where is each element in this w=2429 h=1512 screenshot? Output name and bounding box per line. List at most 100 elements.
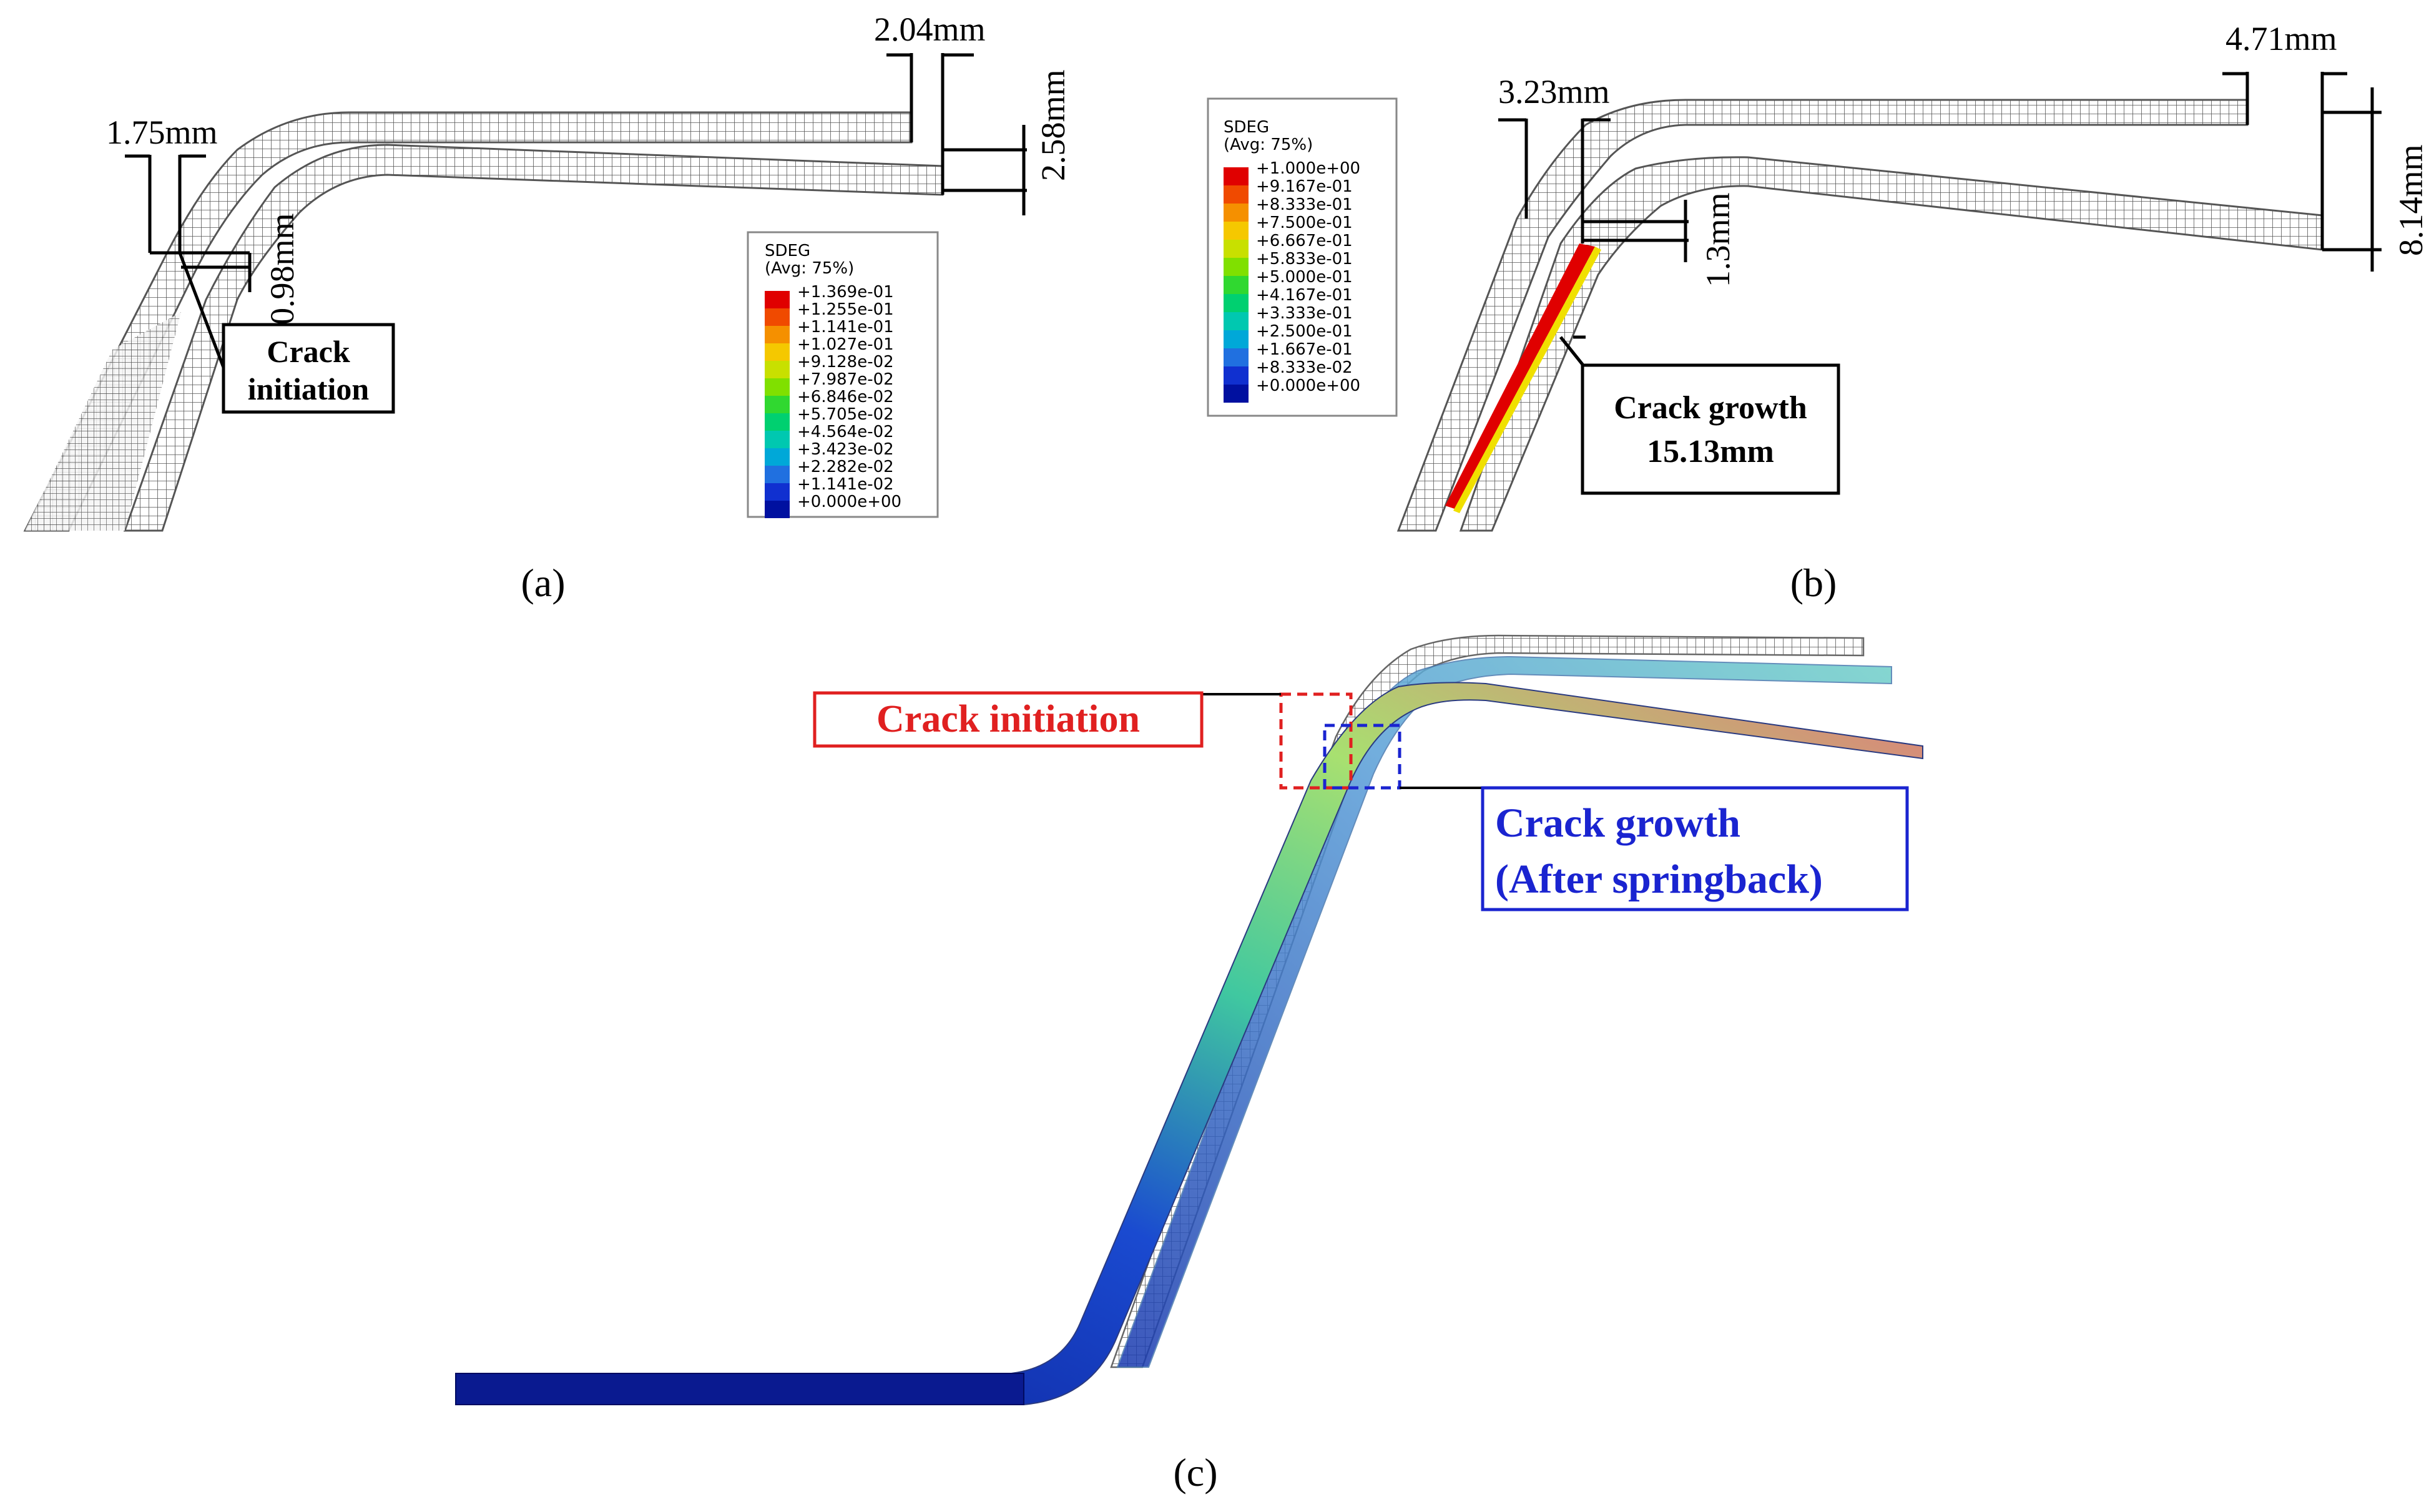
panel-a: 1.75mm 0.98mm 2.04mm 2.58mm Crack initia… [23,11,1072,605]
legend-b-subtitle: (Avg: 75%) [1224,135,1313,154]
panel-b: 3.23mm 1.3mm 4.71mm 8.14mm Crack growth … [1207,20,2429,605]
callout-crack-initiation-line-2: initiation [248,371,370,406]
callout-crack-growth-line-1: Crack growth [1614,390,1807,426]
legend-b-swatch [1224,276,1249,294]
panel-b-label: (b) [1790,561,1837,605]
callout-box-crack-growth [1581,363,1840,495]
dimension-label-2-58mm: 2.58mm [1034,69,1072,181]
legend-a-value-label: +0.000e+00 [797,493,901,511]
legend-b-value-label: +8.333e-02 [1256,358,1353,377]
callout-leader-crack-growth [1559,336,1587,370]
callout-crack-initiation-c: Crack initiation [876,698,1140,740]
legend-b-value-label: +7.500e-01 [1256,214,1353,232]
dimension-label-8-14mm: 8.14mm [2392,144,2429,256]
dimension-2-04mm [886,53,1027,215]
legend-b-swatch [1224,167,1249,185]
dimension-4-71mm [2222,72,2382,272]
legend-a-swatch [765,501,790,518]
legend-b-value-label: +1.667e-01 [1256,340,1353,359]
dimension-label-1-3mm: 1.3mm [1699,192,1737,287]
legend-a-value-label: +1.027e-01 [797,335,894,354]
dimension-label-2-04mm: 2.04mm [874,11,986,48]
legend-a-swatch [765,361,790,378]
callout-crack-growth-line-2: 15.13mm [1647,434,1774,469]
legend-a-value-label: +6.846e-02 [797,388,894,406]
legend-b-value-label: +1.000e+00 [1256,159,1360,178]
dimension-label-4-71mm: 4.71mm [2225,20,2337,57]
legend-a-value-label: +7.987e-02 [797,370,894,389]
dimension-label-0-98mm: 0.98mm [263,213,301,325]
legend-b-title: SDEG [1224,118,1269,137]
panel-c-mesh-springback [455,682,1923,1405]
legend-b-swatch [1224,330,1249,348]
callout-box-crack-growth-c [1481,786,1909,911]
panel-c-dashed-box-blue [1323,724,1401,790]
legend-b-swatch [1224,222,1249,240]
legend-b-swatch [1224,294,1249,312]
legend-b-swatch [1224,312,1249,330]
legend-b-value-label: +6.667e-01 [1256,232,1353,250]
legend-b: SDEG (Avg: 75%) +1.000e+00+9.167e-01+8.3… [1207,97,1398,417]
legend-b-labels: +1.000e+00+9.167e-01+8.333e-01+7.500e-01… [1256,159,1360,395]
legend-a-swatch [765,378,790,396]
callout-crack-growth-c-line-1: Crack growth [1495,800,1740,846]
callout-crack-initiation-line-1: Crack [267,334,350,369]
dimension-label-3-23mm: 3.23mm [1498,73,1610,110]
legend-a-swatch [765,413,790,431]
legend-a-subtitle: (Avg: 75%) [765,259,854,278]
callout-box-crack-initiation-c [813,691,1204,748]
panel-c-label: (c) [1173,1450,1217,1495]
panel-a-label: (a) [521,561,565,605]
legend-a-value-label: +3.423e-02 [797,440,894,459]
legend-b-swatch [1224,185,1249,204]
legend-a-value-label: +1.141e-01 [797,318,894,336]
dimension-label-1-75mm: 1.75mm [106,114,218,151]
legend-a-swatch [765,466,790,483]
legend-b-value-label: +0.000e+00 [1256,376,1360,395]
legend-a-value-label: +9.128e-02 [797,353,894,371]
legend-a-swatch [765,291,790,308]
panel-c-base-flange [455,1373,1024,1405]
legend-b-swatch [1224,348,1249,366]
legend-b-value-label: +9.167e-01 [1256,177,1353,196]
legend-b-value-label: +5.000e-01 [1256,268,1353,287]
legend-b-swatches [1224,167,1249,403]
legend-b-value-label: +4.167e-01 [1256,286,1353,305]
legend-a-value-label: +2.282e-02 [797,458,894,476]
panel-a-mesh-outer [23,111,913,532]
panel-c: Crack initiation Crack growth (After spr… [455,634,1923,1495]
legend-a-swatch [765,343,790,361]
callout-box-crack-initiation [222,323,395,414]
legend-a-swatches [765,291,790,518]
legend-b-value-label: +8.333e-01 [1256,195,1353,214]
legend-b-swatch [1224,240,1249,258]
legend-a-value-label: +5.705e-02 [797,405,894,424]
legend-b-value-label: +3.333e-01 [1256,304,1353,323]
legend-a-swatch [765,396,790,413]
panel-c-dashed-box-red [1279,692,1353,790]
legend-a-swatch [765,326,790,343]
legend-a: SDEG (Avg: 75%) +1.369e-01+1.255e-01+1.1… [747,231,939,518]
legend-b-value-label: +5.833e-01 [1256,250,1353,268]
legend-b-swatch [1224,366,1249,385]
panel-b-crack-path [1445,243,1595,509]
legend-a-swatch [765,431,790,448]
legend-a-value-label: +1.255e-01 [797,300,894,319]
legend-a-swatch [765,448,790,466]
panel-a-mesh-dense [25,312,181,531]
callout-crack-growth-c-line-2: (After springback) [1495,857,1823,902]
panel-b-crack-path-yellow [1453,247,1601,513]
legend-b-swatch [1224,258,1249,276]
legend-a-labels: +1.369e-01+1.255e-01+1.141e-01+1.027e-01… [797,283,901,511]
legend-a-title: SDEG [765,242,810,260]
legend-a-value-label: +1.141e-02 [797,475,894,494]
legend-b-swatch [1224,385,1249,403]
legend-a-swatch [765,483,790,501]
legend-a-swatch [765,308,790,326]
legend-b-swatch [1224,204,1249,222]
panel-a-mesh-inner [123,144,944,532]
legend-b-value-label: +2.500e-01 [1256,322,1353,341]
legend-a-value-label: +1.369e-01 [797,283,894,302]
legend-a-value-label: +4.564e-02 [797,423,894,441]
